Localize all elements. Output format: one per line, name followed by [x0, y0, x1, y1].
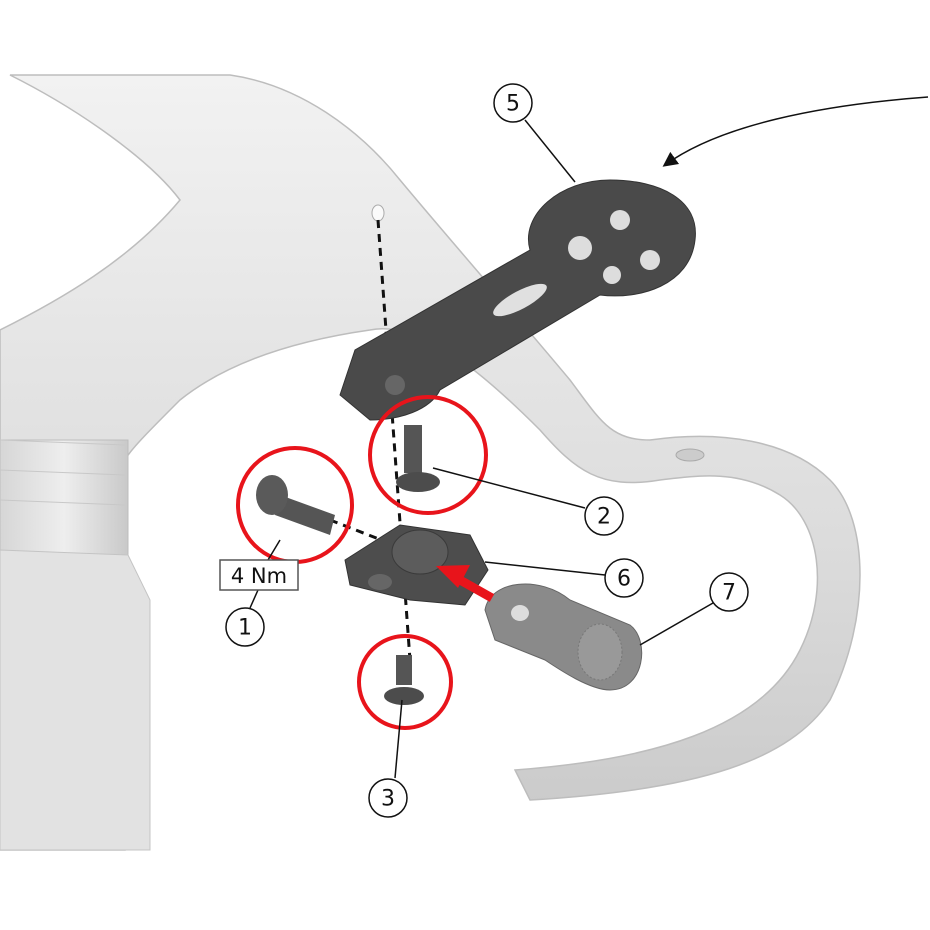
leader-lines — [249, 119, 714, 779]
svg-text:2: 2 — [597, 505, 611, 530]
computer-mount-arm — [339, 179, 696, 421]
callout-5: 5 — [493, 83, 533, 123]
callout-3: 3 — [368, 778, 408, 818]
button-head-bolt — [256, 475, 335, 535]
countersunk-bolt-upper — [396, 425, 440, 492]
adapter-insert — [484, 583, 643, 691]
assembly-direction-arrow — [662, 96, 929, 167]
callout-2: 2 — [584, 496, 624, 536]
highlight-circle-bolt-2 — [368, 395, 488, 515]
handlebar-stem — [0, 74, 861, 851]
svg-text:1: 1 — [238, 616, 252, 641]
callout-6: 6 — [604, 558, 644, 598]
torque-label-text: 4 Nm — [231, 564, 287, 588]
callout-1: 1 — [225, 607, 265, 647]
svg-text:7: 7 — [722, 581, 736, 606]
countersunk-bolt-lower — [384, 655, 424, 705]
mount-clamp-block — [344, 524, 489, 606]
torque-label: 4 Nm — [219, 559, 299, 591]
highlight-circle-bolt-3 — [357, 634, 453, 730]
svg-text:3: 3 — [381, 787, 395, 812]
svg-text:5: 5 — [506, 92, 520, 117]
callout-7: 7 — [709, 572, 749, 612]
insertion-arrow — [436, 565, 495, 602]
svg-text:6: 6 — [617, 567, 631, 592]
